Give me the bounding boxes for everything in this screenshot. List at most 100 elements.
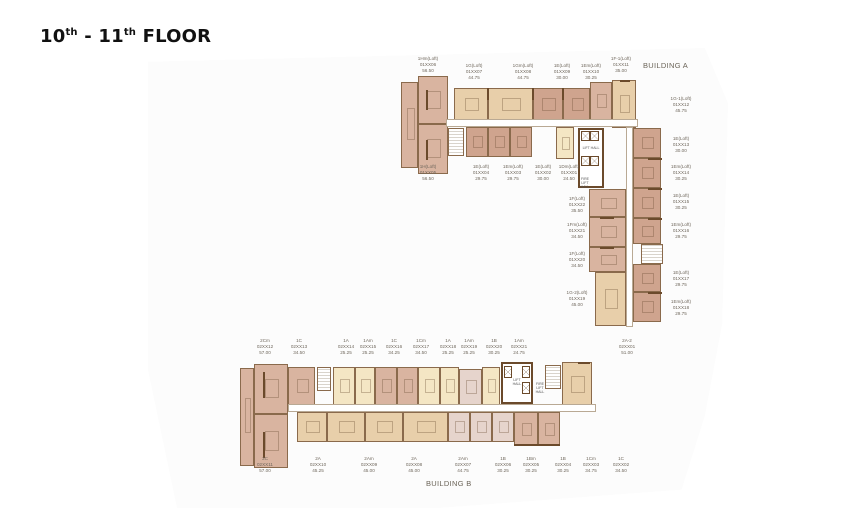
building-a-label: BUILDING A <box>643 61 689 70</box>
stair-building-b-west <box>317 367 331 391</box>
unit-01xx09[interactable] <box>533 88 563 120</box>
lift-icon <box>581 131 590 141</box>
unit-02xx16[interactable] <box>375 367 397 405</box>
unit-01xx14[interactable] <box>633 158 661 188</box>
unit-02xx19[interactable] <box>440 367 459 405</box>
lift-icon <box>522 366 530 378</box>
unit-02xx14[interactable] <box>333 367 355 405</box>
wall <box>263 432 265 458</box>
unit-01xx10[interactable] <box>563 88 590 120</box>
unit-02xx17[interactable] <box>397 367 418 405</box>
lift-hall-label: LIFT HALL <box>512 378 522 386</box>
lift-hall-label: LIFT HALL <box>582 146 600 150</box>
unit-02xx12[interactable] <box>254 364 288 414</box>
unit-02xx02[interactable] <box>538 412 560 446</box>
wall <box>562 88 564 100</box>
unit-02xx06[interactable] <box>448 412 470 442</box>
stair-building-b-east <box>545 365 561 389</box>
unit-02xx21[interactable] <box>482 367 500 405</box>
unit-01xx07[interactable] <box>454 88 488 120</box>
unit-01xx01[interactable] <box>556 127 574 159</box>
unit-02xx20[interactable] <box>459 369 482 405</box>
wall <box>648 218 662 220</box>
unit-01xx11[interactable] <box>590 82 612 120</box>
unit-01xx08[interactable] <box>488 88 533 120</box>
page-title: 10th - 11th FLOOR <box>40 26 212 47</box>
unit-01xx04[interactable] <box>466 127 488 157</box>
unit-02xx05[interactable] <box>470 412 492 442</box>
building-b-label: BUILDING B <box>426 479 472 488</box>
unit-02xx10[interactable] <box>297 412 327 442</box>
unit-02xx04[interactable] <box>492 412 514 442</box>
unit-01xx17[interactable] <box>633 264 661 292</box>
unit-01xx15[interactable] <box>633 188 661 218</box>
unit-01xx06[interactable] <box>418 76 448 124</box>
lift-icon <box>504 366 512 378</box>
fire-lift-hall-label: FIRE LIFT HALL <box>535 382 545 394</box>
unit-02xx18[interactable] <box>418 367 440 405</box>
unit-02xx08[interactable] <box>365 412 403 442</box>
unit-02xx07[interactable] <box>403 412 448 442</box>
unit-01xx02[interactable] <box>510 127 532 157</box>
unit-01xx06-west[interactable] <box>401 82 418 168</box>
unit-02xx15[interactable] <box>355 367 375 405</box>
unit-01xx03[interactable] <box>488 127 510 157</box>
wall <box>648 158 662 160</box>
unit-01xx16[interactable] <box>633 218 661 244</box>
unit-02xx01[interactable] <box>562 362 592 407</box>
wall <box>600 247 614 249</box>
unit-02xx03[interactable] <box>514 412 538 446</box>
unit-02xx09[interactable] <box>327 412 365 442</box>
unit-02xx-west[interactable] <box>240 368 254 466</box>
wall <box>648 292 662 294</box>
wall <box>648 188 662 190</box>
fire-lift-hall-label: FIRE LIFT HALL <box>580 177 590 189</box>
unit-01xx18[interactable] <box>633 292 661 322</box>
stair-building-a-east <box>641 244 663 264</box>
corridor-building-a-east <box>626 127 633 327</box>
unit-01xx21[interactable] <box>589 217 626 247</box>
unit-01xx19[interactable] <box>595 272 626 326</box>
unit-02xx11[interactable] <box>254 414 288 468</box>
unit-01xx05[interactable] <box>418 124 448 174</box>
wall <box>600 217 614 219</box>
wall <box>514 444 560 446</box>
unit-01xx13[interactable] <box>633 128 661 158</box>
lift-icon <box>590 131 599 141</box>
wall <box>532 88 534 100</box>
wall <box>487 88 489 100</box>
unit-02xx13[interactable] <box>288 367 315 405</box>
unit-01xx22[interactable] <box>589 189 626 217</box>
